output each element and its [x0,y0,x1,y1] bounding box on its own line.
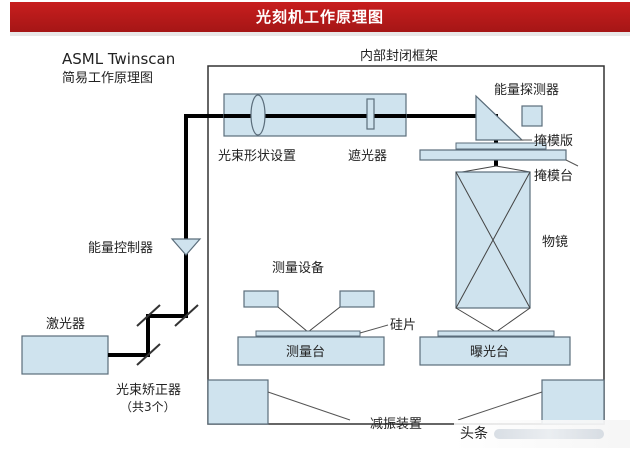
enclosure-frame [207,65,605,425]
reticle-stage-pointer [565,159,579,167]
damping-pointer-right [457,391,543,421]
beam-corrector-mirror-2 [136,304,161,327]
laser-label: 激光器 [46,317,85,332]
reticle-stage-label: 掩模台 [534,169,573,184]
shutter-label: 遮光器 [348,148,387,164]
enclosure-label: 内部封闭框架 [360,48,438,64]
title-underline [10,32,630,36]
laser-box [21,335,109,375]
reticle-stage-shape [419,149,567,161]
reticle-shape [455,142,547,150]
lens-diagonal-2 [455,171,531,309]
wafer-label: 硅片 [390,318,416,333]
measure-stage-label: 测量台 [286,345,325,360]
beam-shaping-label: 光束形状设置 [218,149,296,164]
wafer-on-exposure-stage [437,330,555,337]
measurement-sensor-right [339,290,375,308]
energy-detector-label: 能量探测器 [494,83,559,98]
measurement-ray-right [307,306,341,333]
measure-stage-box [237,336,385,366]
damping-foot-left [207,379,269,425]
watermark-text: 头条 [460,426,488,442]
page-title: 光刻机工作原理图 [255,8,384,26]
lens-cone-right [495,165,531,173]
energy-detector-box [521,105,543,127]
measurement-sensor-left [243,290,279,308]
subtitle-line2: 简易工作原理图 [62,70,153,86]
wafer-pointer [359,324,389,334]
watermark-blurred-name [494,429,604,439]
shutter-shape [366,98,375,130]
title-bar: 光刻机工作原理图 [10,2,630,32]
wafer-on-measure-stage [255,330,361,337]
exposure-stage-box [419,336,571,366]
exposure-stage-label: 曝光台 [470,345,509,360]
beam-corrector-label-line1: 光束矫正器 [116,383,181,398]
damping-label: 减振装置 [370,417,422,432]
beam-corrector-label-line2: （共3个） [120,400,176,414]
beam-lens [250,94,266,136]
beam-corrector-mirror-3 [174,304,199,327]
energy-controller-shape [170,238,202,256]
prism-diagonal [477,97,521,139]
lens-output-right [495,307,531,333]
measurement-ray-left [277,306,309,333]
energy-controller-label: 能量控制器 [88,241,153,256]
subtitle-line1: ASML Twinscan [62,50,175,68]
lens-output-left [455,307,497,333]
measurement-equipment-label: 测量设备 [272,260,324,276]
damping-foot-right [541,379,605,425]
damping-pointer-left [267,391,351,421]
lens-cone-left [461,165,497,173]
beam-corrector-mirror-1 [136,343,161,366]
lens-label: 物镜 [542,235,568,250]
watermark: 头条 [454,420,630,448]
reticle-label: 掩模版 [534,134,573,149]
